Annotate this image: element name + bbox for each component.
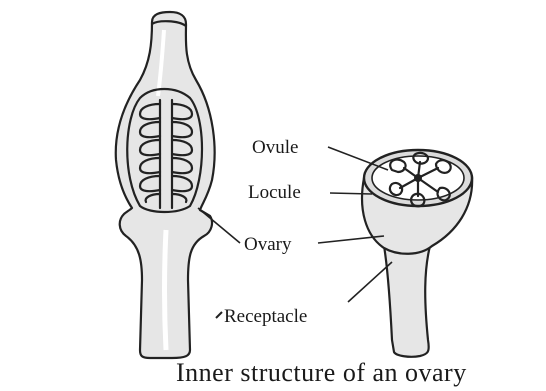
receptacle-leader (348, 262, 392, 302)
locule-leader (330, 193, 372, 194)
label-locule: Locule (248, 182, 301, 203)
label-receptacle: Receptacle (224, 306, 307, 327)
label-ovary: Ovary (244, 234, 292, 255)
longitudinal-section (116, 12, 215, 358)
figure-caption: Inner structure of an ovary (176, 358, 467, 387)
leader-lines (198, 147, 392, 318)
transverse-section (362, 150, 472, 357)
label-ovule: Ovule (252, 137, 298, 158)
